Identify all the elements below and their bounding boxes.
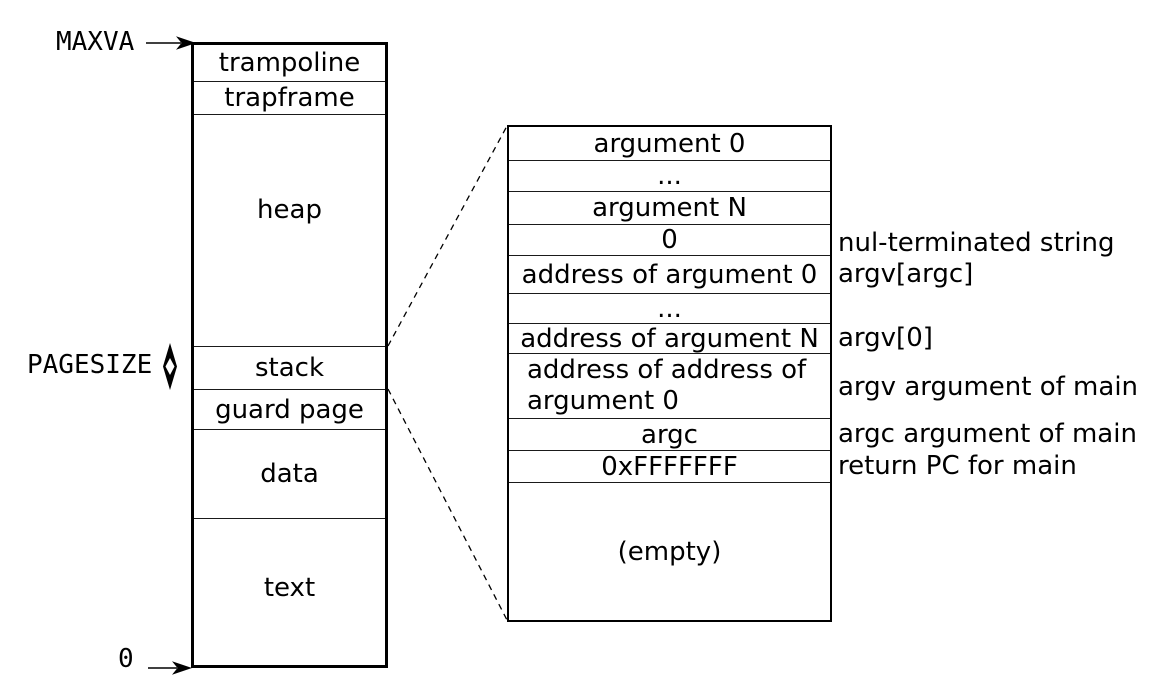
process-memory-box: trampoline trapframe heap stack guard pa… (191, 42, 388, 668)
maxva-label: MAXVA (56, 27, 135, 57)
stack-row-label: address of argument 0 (521, 259, 818, 290)
memory-section-label: guard page (215, 394, 364, 425)
memory-section-trampoline: trampoline (194, 45, 385, 81)
stack-row-argc: argc (509, 418, 830, 450)
annotation-argv-0: argv[0] (838, 323, 933, 353)
zero-address-label: 0 (118, 644, 134, 674)
zero-arrowhead-icon (172, 661, 192, 675)
annotation-argv-argument-of-main: argv argument of main (838, 372, 1139, 402)
annotation-nul-terminated-string: nul-terminated string (838, 228, 1115, 258)
stack-row-ellipsis-args: ... (509, 160, 830, 191)
stack-zoom-connector-lower (387, 388, 508, 621)
annotation-argc-argument-of-main: argc argument of main (838, 419, 1137, 449)
pagesize-arrow-up-icon (163, 343, 177, 367)
stack-row-label: ... (657, 293, 682, 324)
memory-section-label: stack (254, 353, 325, 383)
stack-row-label: argument N (592, 193, 747, 223)
stack-row-address-of-argument-0: address of argument 0 (509, 255, 830, 293)
pagesize-arrow-notch (165, 358, 175, 375)
annotation-return-pc-for-main: return PC for main (838, 451, 1077, 481)
stack-row-argument-n: argument N (509, 191, 830, 224)
stack-row-label: 0xFFFFFFF (601, 451, 738, 482)
stack-row-label: argument 0 (593, 128, 746, 159)
pagesize-arrow-down-icon (163, 366, 177, 390)
stack-row-label: argc (641, 419, 698, 450)
stack-row-empty: (empty) (509, 482, 830, 620)
stack-row-label: ... (657, 161, 682, 191)
memory-section-stack: stack (194, 346, 385, 389)
stack-row-label: 0 (661, 225, 678, 255)
memory-section-label: trampoline (218, 48, 361, 78)
stack-detail-box: argument 0 ... argument N 0 address of a… (507, 125, 832, 622)
memory-section-label: text (263, 573, 316, 603)
memory-section-heap: heap (194, 114, 385, 346)
memory-section-label: data (260, 459, 319, 489)
stack-row-nul-terminator: 0 (509, 224, 830, 255)
memory-section-trapframe: trapframe (194, 81, 385, 114)
stack-row-address-of-argument-n: address of argument N (509, 323, 830, 353)
stack-row-address-of-address-of-argument-0: address of address of argument 0 (509, 353, 830, 418)
stack-row-label: (empty) (617, 536, 722, 567)
stack-row-label: address of address of argument 0 (527, 355, 807, 416)
memory-section-label: heap (257, 194, 322, 225)
stack-zoom-connector-upper (387, 125, 508, 347)
annotation-argv-argc: argv[argc] (838, 259, 974, 289)
stack-row-label: address of argument N (520, 323, 819, 354)
stack-row-ellipsis-addresses: ... (509, 293, 830, 323)
stack-row-return-pc: 0xFFFFFFF (509, 450, 830, 482)
memory-section-data: data (194, 429, 385, 518)
memory-section-text: text (194, 518, 385, 665)
memory-section-label: trapframe (224, 83, 355, 113)
pagesize-label: PAGESIZE (27, 350, 153, 380)
memory-section-guard-page: guard page (194, 389, 385, 429)
stack-row-argument-0: argument 0 (509, 127, 830, 160)
